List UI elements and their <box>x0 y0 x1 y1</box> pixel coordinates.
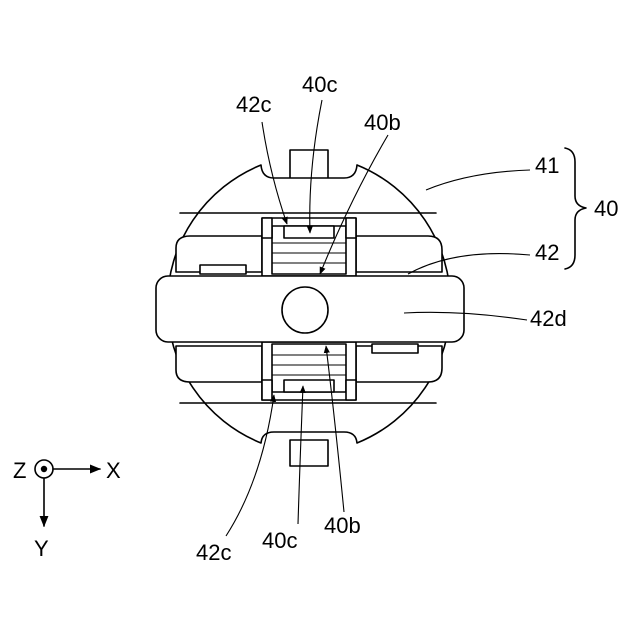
label-top-40c: 40c <box>302 72 337 97</box>
upper-right-block <box>356 236 442 272</box>
lower-right-flange <box>346 380 356 400</box>
upper-magnet-40c <box>284 226 334 238</box>
label-42d: 42d <box>530 306 567 331</box>
label-bot-40c: 40c <box>262 528 297 553</box>
label-bot-40b: 40b <box>324 513 361 538</box>
axis-indicator: Z X Y <box>13 458 121 561</box>
label-42: 42 <box>535 240 559 265</box>
rotor-bar-42d <box>156 276 464 342</box>
axis-z-label: Z <box>13 458 26 483</box>
lower-magnet-40c <box>284 380 334 392</box>
upper-right-flange <box>346 218 356 238</box>
lower-right-pad <box>372 344 418 353</box>
axis-y-label: Y <box>34 536 49 561</box>
bracket-40 <box>565 148 586 269</box>
label-40: 40 <box>594 196 618 221</box>
bottom-shaft-stub <box>290 440 328 466</box>
label-bot-42c: 42c <box>196 540 231 565</box>
label-top-42c: 42c <box>236 92 271 117</box>
label-41: 41 <box>535 153 559 178</box>
upper-left-pad <box>200 265 246 274</box>
lower-left-flange <box>262 380 272 400</box>
label-top-40b: 40b <box>364 110 401 135</box>
shaft-hole <box>282 287 328 333</box>
leader-41 <box>426 170 530 190</box>
axis-x-label: X <box>106 458 121 483</box>
upper-left-flange <box>262 218 272 238</box>
axis-z-dot <box>41 466 47 472</box>
lower-left-block <box>176 346 262 382</box>
